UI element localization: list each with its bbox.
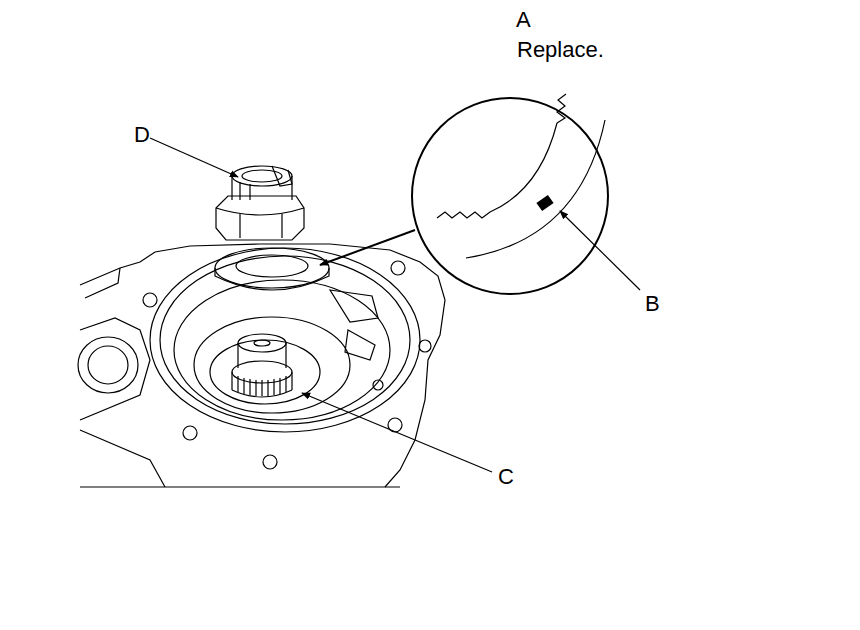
callout-letter: A — [516, 8, 531, 32]
shaft — [232, 334, 292, 397]
callout-letter: C — [498, 465, 514, 489]
leader-lines — [150, 138, 640, 472]
housing — [78, 244, 445, 487]
note-text: Replace. — [517, 38, 604, 62]
castle-nut — [216, 166, 304, 240]
callout-letter: D — [134, 123, 150, 147]
seal-mark — [536, 195, 553, 211]
washer — [215, 248, 329, 290]
detail-circle — [412, 94, 608, 294]
callout-letter: B — [645, 292, 660, 316]
